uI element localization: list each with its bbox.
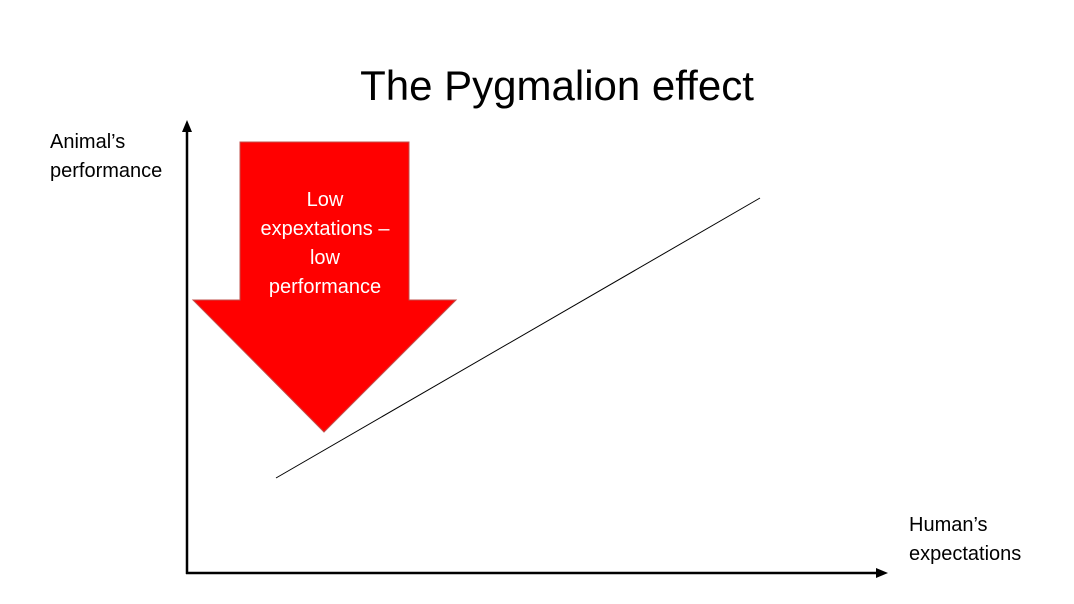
diagram-title: The Pygmalion effect [360, 62, 754, 109]
arrow-callout-text: Low expextations – low performance [240, 186, 410, 302]
down-arrow-shape [191, 141, 458, 433]
x-axis-label-line-1: Human’s [909, 514, 988, 536]
x-axis-arrowhead [876, 568, 888, 578]
trend-line [275, 197, 761, 479]
y-axis-arrowhead [182, 120, 192, 132]
arrow-callout-line-3: low [309, 247, 340, 269]
y-axis-label: Animal’s performance [50, 128, 162, 186]
arrow-callout-line-2: expextations – [260, 218, 390, 240]
x-axis-label: Human’s expectations [909, 511, 1021, 569]
x-axis-label-line-2: expectations [909, 543, 1022, 565]
arrow-callout-line-1: Low [306, 189, 344, 211]
y-axis-label-line-2: performance [50, 160, 163, 182]
y-axis-label-line-1: Animal’s [50, 131, 126, 153]
arrow-callout-line-4: performance [268, 276, 382, 298]
